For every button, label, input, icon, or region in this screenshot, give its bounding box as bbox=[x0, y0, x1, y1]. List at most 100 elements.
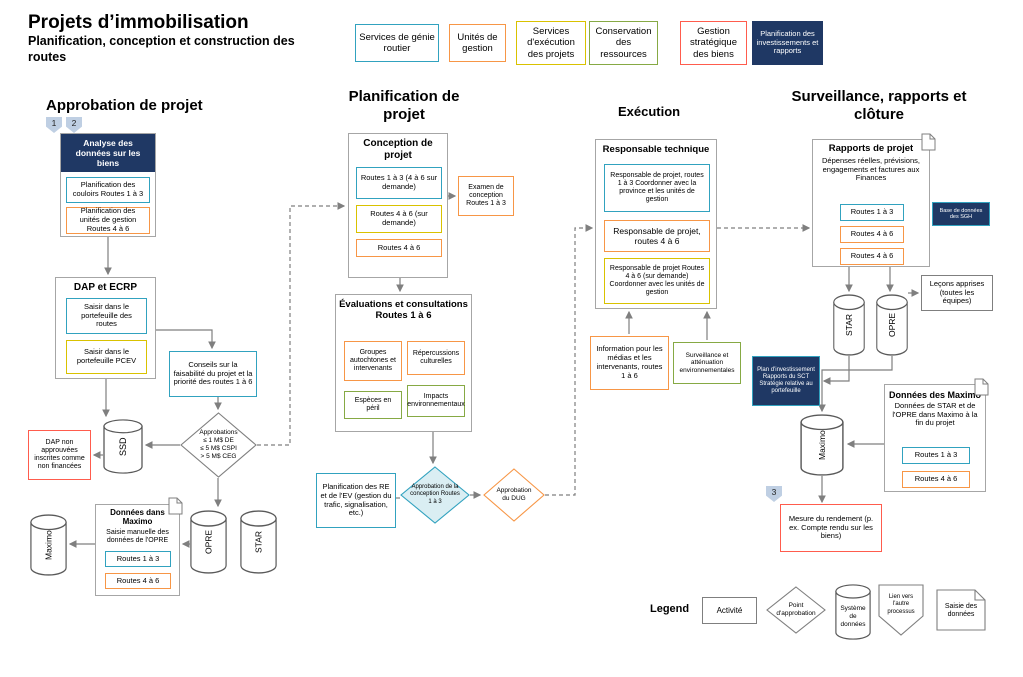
legend-approval-label: Point d'approbation bbox=[776, 602, 816, 617]
responsable-routes-4-6-item: Responsable de projet, routes 4 à 6 bbox=[604, 220, 710, 252]
responsable-technique-box: Responsable technique Responsable de pro… bbox=[595, 139, 717, 309]
legend-activity-shape: Activité bbox=[702, 597, 757, 624]
conception-routes-4-6-item: Routes 4 à 6 bbox=[356, 239, 442, 257]
ssd-cylinder: SSD bbox=[103, 419, 143, 474]
cylinder-shape bbox=[103, 419, 143, 474]
opre-report-cylinder-label: OPRE bbox=[887, 312, 897, 338]
legend-database-cylinder: Système de données bbox=[835, 584, 871, 640]
examen-conception-box: Examen de conception Routes 1 à 3 bbox=[458, 176, 514, 216]
maximo-routes-1-3-item: Routes 1 à 3 bbox=[105, 551, 171, 567]
lecons-apprises-box: Leçons apprises (toutes les équipes) bbox=[921, 275, 993, 311]
especes-peril-item: Espèces en péril bbox=[344, 391, 402, 419]
dap-ecrp-title: DAP et ECRP bbox=[73, 282, 138, 293]
legend-process-link-shape: Lien vers l'autre processus bbox=[878, 584, 924, 636]
responsable-routes-1-3-item: Responsable de projet, routes 1 à 3 Coor… bbox=[604, 164, 710, 212]
conception-projet-box: Conception de projet Routes 1 à 3 (4 à 6… bbox=[348, 133, 448, 278]
conception-routes-4-6-demande-item: Routes 4 à 6 (sur demande) bbox=[356, 205, 442, 233]
maximo-routes-4-6-item: Routes 4 à 6 bbox=[105, 573, 171, 589]
opre-cylinder: OPRE bbox=[190, 510, 227, 574]
step-badge-3-label: 3 bbox=[771, 487, 777, 497]
star-report-cylinder-label: STAR bbox=[844, 313, 854, 337]
step-badge-2: 2 bbox=[66, 117, 82, 133]
donnees-routes-1-3-item: Routes 1 à 3 bbox=[902, 447, 970, 464]
responsable-technique-title: Responsable technique bbox=[602, 144, 710, 155]
information-medias-box: Information pour les médias et les inter… bbox=[590, 336, 669, 390]
evaluations-title: Évaluations et consultations Routes 1 à … bbox=[339, 299, 468, 321]
analyse-donnees-title: Analyse des données sur les biens bbox=[61, 134, 155, 172]
analyse-donnees-box: Analyse des données sur les biens Planif… bbox=[60, 133, 156, 237]
donnees-maximo-box: Données des Maximo Données de STAR et de… bbox=[884, 384, 986, 492]
legend-planification-investissements: Planification des investissements et rap… bbox=[752, 21, 823, 65]
star-cylinder-label: STAR bbox=[253, 530, 264, 554]
rapports-routes-4-6b-item: Routes 4 à 6 bbox=[840, 248, 904, 265]
approbation-dug-diamond: Approbation du DUG bbox=[483, 468, 545, 522]
step-badge-1-label: 1 bbox=[51, 118, 57, 128]
legend-data-entry-shape: Saisie des données bbox=[936, 589, 986, 631]
dap-non-approuvees-box: DAP non approuvées inscrites comme non f… bbox=[28, 430, 91, 480]
decision-line2: ≤ 1 M$ DE bbox=[203, 437, 234, 445]
donnees-doc-icon bbox=[974, 378, 989, 396]
responsable-routes-4-6-demande-item: Responsable de projet Routes 4 à 6 (sur … bbox=[604, 258, 710, 304]
data-entry-doc-icon bbox=[168, 497, 183, 515]
section-title-surveillance: Surveillance, rapports et clôture bbox=[791, 88, 967, 123]
conseils-faisabilite-box: Conseils sur la faisabilité du projet et… bbox=[169, 351, 257, 397]
section-title-approbation: Approbation de projet bbox=[46, 97, 203, 114]
repercussions-culturelles-item: Répercussions culturelles bbox=[407, 341, 465, 375]
rapports-projet-box: Rapports de projet Dépenses réelles, pré… bbox=[812, 139, 930, 267]
maximo-cylinder: Maximo bbox=[30, 514, 67, 576]
conception-routes-1-3-item: Routes 1 à 3 (4 à 6 sur demande) bbox=[356, 167, 442, 199]
groupes-autochtones-item: Groupes autochtones et intervenants bbox=[344, 341, 402, 381]
base-donnees-sgh-box: Base de données des SGH bbox=[932, 202, 990, 226]
maximo-cylinder-label: Maximo bbox=[43, 530, 54, 560]
section-title-planification: Planification de projet bbox=[348, 88, 460, 123]
planification-couloirs-item: Planification des couloirs Routes 1 à 3 bbox=[66, 177, 150, 203]
legend-unites-gestion: Unités de gestion bbox=[449, 24, 506, 62]
page-title: Projets d’immobilisation bbox=[28, 12, 249, 33]
star-cylinder: STAR bbox=[240, 510, 277, 574]
legend-label: Legend bbox=[650, 603, 690, 615]
approvals-decision-label: Approbations ≤ 1 M$ DE ≤ 5 M$ CSPI > 5 M… bbox=[180, 412, 257, 478]
impacts-environnementaux-item: Impacts environnementaux bbox=[407, 385, 465, 417]
saisir-portefeuille-pcev-item: Saisir dans le portefeuille PCEV bbox=[66, 340, 147, 374]
legend-services-execution: Services d'exécution des projets bbox=[516, 21, 586, 65]
dap-ecrp-box: DAP et ECRP Saisir dans le portefeuille … bbox=[55, 277, 156, 379]
legend-services-genie: Services de génie routier bbox=[355, 24, 439, 62]
legend-database-label: Système de données bbox=[840, 604, 866, 629]
rapports-doc-icon bbox=[921, 133, 936, 151]
opre-cylinder-label: OPRE bbox=[203, 529, 214, 555]
step-badge-1: 1 bbox=[46, 117, 62, 133]
step-badge-3: 3 bbox=[766, 486, 782, 502]
mesure-rendement-box: Mesure du rendement (p. ex. Compte rendu… bbox=[780, 504, 882, 552]
legend-conservation: Conservation des ressources bbox=[589, 21, 658, 65]
plan-investissement-box: Plan d'investissement Rapports du SCT St… bbox=[752, 356, 820, 406]
approbation-conception-label: Approbation de la conception Routes 1 à … bbox=[410, 484, 460, 505]
evaluations-consultations-box: Évaluations et consultations Routes 1 à … bbox=[335, 294, 472, 432]
planification-unites-item: Planification des unités de gestion Rout… bbox=[66, 206, 150, 234]
section-title-execution: Exécution bbox=[618, 104, 681, 119]
page-subtitle: Planification, conception et constructio… bbox=[28, 34, 295, 64]
ssd-cylinder-label: SSD bbox=[118, 437, 128, 456]
donnees-dans-maximo-box: Données dans Maximo Saisie manuelle des … bbox=[95, 504, 180, 596]
donnees-dans-maximo-title: Données dans Maximo bbox=[110, 508, 165, 527]
decision-line1: Approbations bbox=[199, 429, 238, 437]
saisir-portefeuille-routes-item: Saisir dans le portefeuille des routes bbox=[66, 298, 147, 334]
decision-line4: > 5 M$ CEG bbox=[200, 452, 237, 460]
rapports-routes-4-6a-item: Routes 4 à 6 bbox=[840, 226, 904, 243]
legend-approval-diamond: Point d'approbation bbox=[766, 586, 826, 634]
approbation-dug-label: Approbation du DUG bbox=[496, 487, 532, 502]
step-badge-2-label: 2 bbox=[71, 118, 77, 128]
approvals-decision-diamond: Approbations ≤ 1 M$ DE ≤ 5 M$ CSPI > 5 M… bbox=[180, 412, 257, 478]
donnees-maximo-subtitle: Données de STAR et de l'OPRE dans Maximo… bbox=[892, 401, 978, 428]
maximo-report-cylinder-label: Maximo bbox=[817, 430, 827, 460]
rapports-projet-subtitle: Dépenses réelles, prévisions, engagement… bbox=[822, 156, 920, 183]
opre-report-cylinder: OPRE bbox=[876, 294, 908, 356]
surveillance-attenuation-box: Surveillance et atténuation environnemen… bbox=[673, 342, 741, 384]
planification-re-ev-box: Planification des RE et de l'EV (gestion… bbox=[316, 473, 396, 528]
legend-data-entry-label: Saisie des données bbox=[944, 602, 978, 618]
decision-line3: ≤ 5 M$ CSPI bbox=[200, 445, 237, 452]
donnees-dans-maximo-subtitle: Saisie manuelle des données de l'OPRE bbox=[106, 529, 169, 545]
rapports-routes-1-3-item: Routes 1 à 3 bbox=[840, 204, 904, 221]
rapports-projet-title: Rapports de projet bbox=[828, 143, 914, 154]
